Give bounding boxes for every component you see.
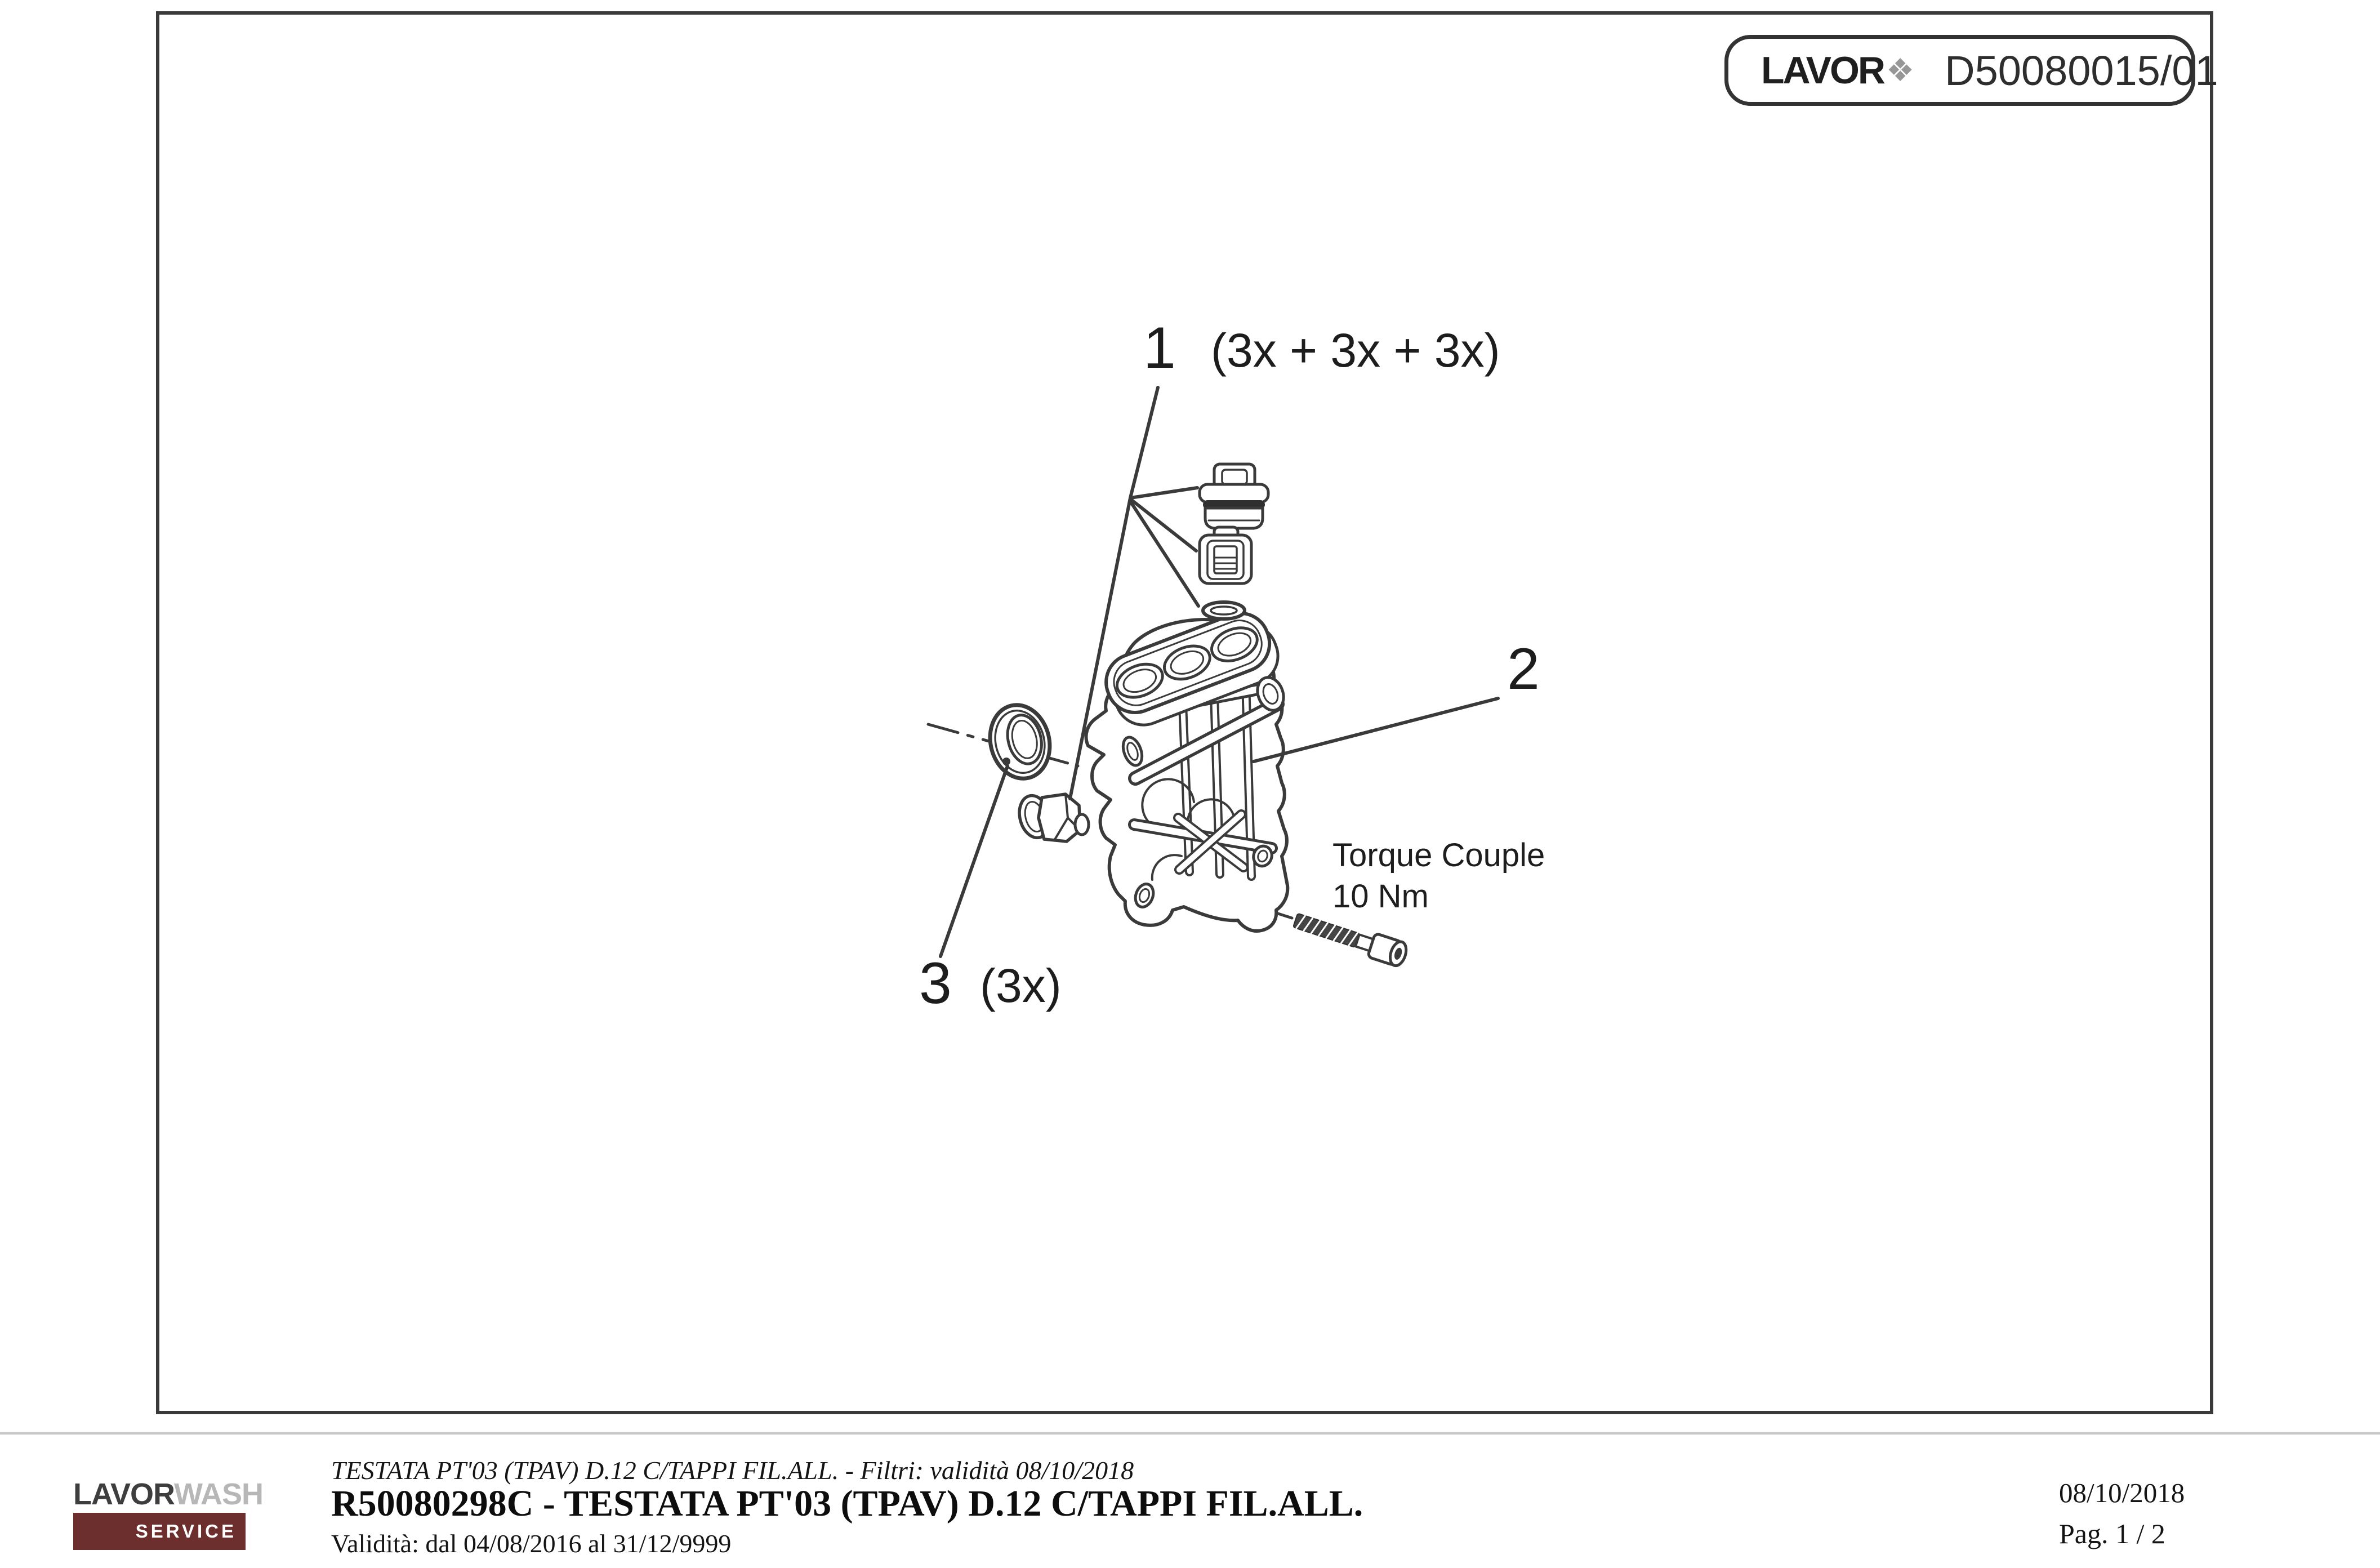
footer-title: R50080298C - TESTATA PT'03 (TPAV) D.12 C… bbox=[331, 1483, 1363, 1524]
footer-page-number: Pag. 1 / 2 bbox=[2059, 1518, 2165, 1549]
doc-number: D50080015/01 bbox=[1945, 47, 2218, 94]
leader-lines bbox=[939, 386, 1500, 958]
valve-plug-cap bbox=[1198, 462, 1270, 530]
lavorwash-wordmark: LAVORWASH bbox=[73, 1477, 264, 1511]
hex-plug bbox=[1018, 792, 1090, 843]
pump-head bbox=[1084, 611, 1290, 933]
torque-line-2: 10 Nm bbox=[1332, 878, 1429, 915]
diamond-icon: ❖ bbox=[1886, 52, 1915, 88]
torque-note: Torque Couple 10 Nm bbox=[1332, 835, 1545, 917]
footer-date: 08/10/2018 bbox=[2059, 1477, 2185, 1508]
o-ring bbox=[1201, 600, 1246, 621]
footer-subtitle: TESTATA PT'03 (TPAV) D.12 C/TAPPI FIL.AL… bbox=[331, 1456, 1134, 1485]
doc-badge: LAVOR ❖ D50080015/01 bbox=[1724, 35, 2218, 106]
footer-validity: Validità: dal 04/08/2016 al 31/12/9999 bbox=[331, 1529, 732, 1558]
part-label-2: 2 bbox=[1507, 636, 1540, 702]
part-label-3: 3 bbox=[919, 951, 952, 1016]
part-label-1: 1 bbox=[1143, 315, 1176, 381]
part-qty-3: (3x) bbox=[980, 959, 1062, 1012]
cap-screw bbox=[1293, 913, 1408, 968]
lavorwash-logo: LAVORWASH SERVICE bbox=[73, 1477, 264, 1550]
oil-seal bbox=[988, 703, 1052, 781]
wordmark-wash: WASH bbox=[174, 1477, 264, 1511]
brand-logo: LAVOR bbox=[1761, 49, 1886, 92]
part-qty-1: (3x + 3x + 3x) bbox=[1211, 324, 1500, 377]
service-band: SERVICE bbox=[73, 1513, 246, 1550]
service-label: SERVICE bbox=[135, 1521, 237, 1542]
footer-separator bbox=[0, 1432, 2380, 1435]
wordmark-lavor: LAVOR bbox=[73, 1477, 175, 1511]
torque-line-1: Torque Couple bbox=[1332, 837, 1545, 874]
valve-cartridge bbox=[1198, 525, 1253, 585]
